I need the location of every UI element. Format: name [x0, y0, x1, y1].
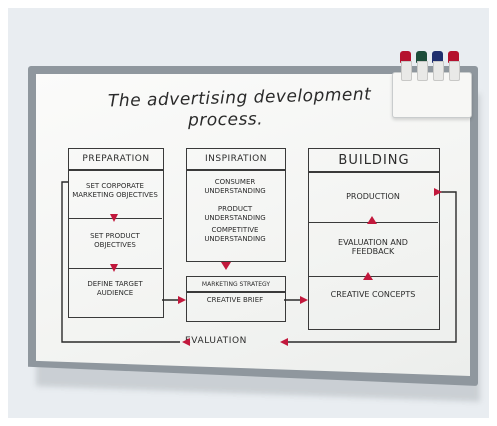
creative-brief-label: CREATIVE BRIEF [206, 296, 264, 304]
building-header-box: BUILDING [308, 148, 440, 172]
preparation-steps-box [68, 170, 164, 318]
preparation-header-box: PREPARATION [68, 148, 164, 170]
prep-step-3: DEFINE TARGET AUDIENCE [87, 280, 143, 297]
red-marker-2 [448, 51, 460, 81]
insp-arrow-1 [221, 262, 231, 270]
marketing-strategy-label: MARKETING STRATEGY [201, 280, 271, 288]
building-steps-box [308, 172, 440, 330]
build-arrow-2 [363, 272, 373, 280]
prep-step-2: SET PRODUCT OBJECTIVES [90, 232, 140, 249]
insp-step-3: COMPETITIVE UNDERSTANDING [204, 226, 266, 243]
inspiration-header-box: INSPIRATION [186, 148, 286, 170]
marketing-strategy-box: MARKETING STRATEGY [186, 276, 286, 292]
prep-to-insp-arrow [178, 296, 186, 304]
marker-holder [392, 51, 472, 118]
build-divider-2 [308, 276, 438, 277]
insp-step-2: PRODUCT UNDERSTANDING [204, 205, 266, 222]
loop-arrow-bottom [280, 338, 288, 346]
prep-arrow-1 [110, 214, 118, 222]
prep-arrow-2 [110, 264, 118, 272]
inspiration-header: INSPIRATION [205, 154, 267, 164]
loop-arrow-top [434, 188, 442, 196]
build-arrow-1 [367, 216, 377, 224]
insp-to-build-arrow [300, 296, 308, 304]
loop-arrow-left [182, 338, 190, 346]
build-step-1: PRODUCTION [346, 192, 400, 201]
preparation-header: PREPARATION [82, 154, 150, 164]
creative-brief-box [186, 292, 286, 322]
insp-step-1: CONSUMER UNDERSTANDING [204, 178, 266, 195]
whiteboard-surface [36, 74, 470, 376]
build-step-3: CREATIVE CONCEPTS [330, 290, 416, 299]
prep-step-1: SET CORPORATE MARKETING OBJECTIVES [72, 182, 158, 199]
build-step-2: EVALUATION AND FEEDBACK [338, 238, 408, 256]
inspiration-steps-box [186, 170, 286, 262]
green-marker [416, 51, 428, 81]
evaluation-label: EVALUATION [185, 336, 248, 346]
building-header: BUILDING [338, 152, 410, 168]
blue-marker [432, 51, 444, 81]
red-marker [400, 51, 412, 81]
